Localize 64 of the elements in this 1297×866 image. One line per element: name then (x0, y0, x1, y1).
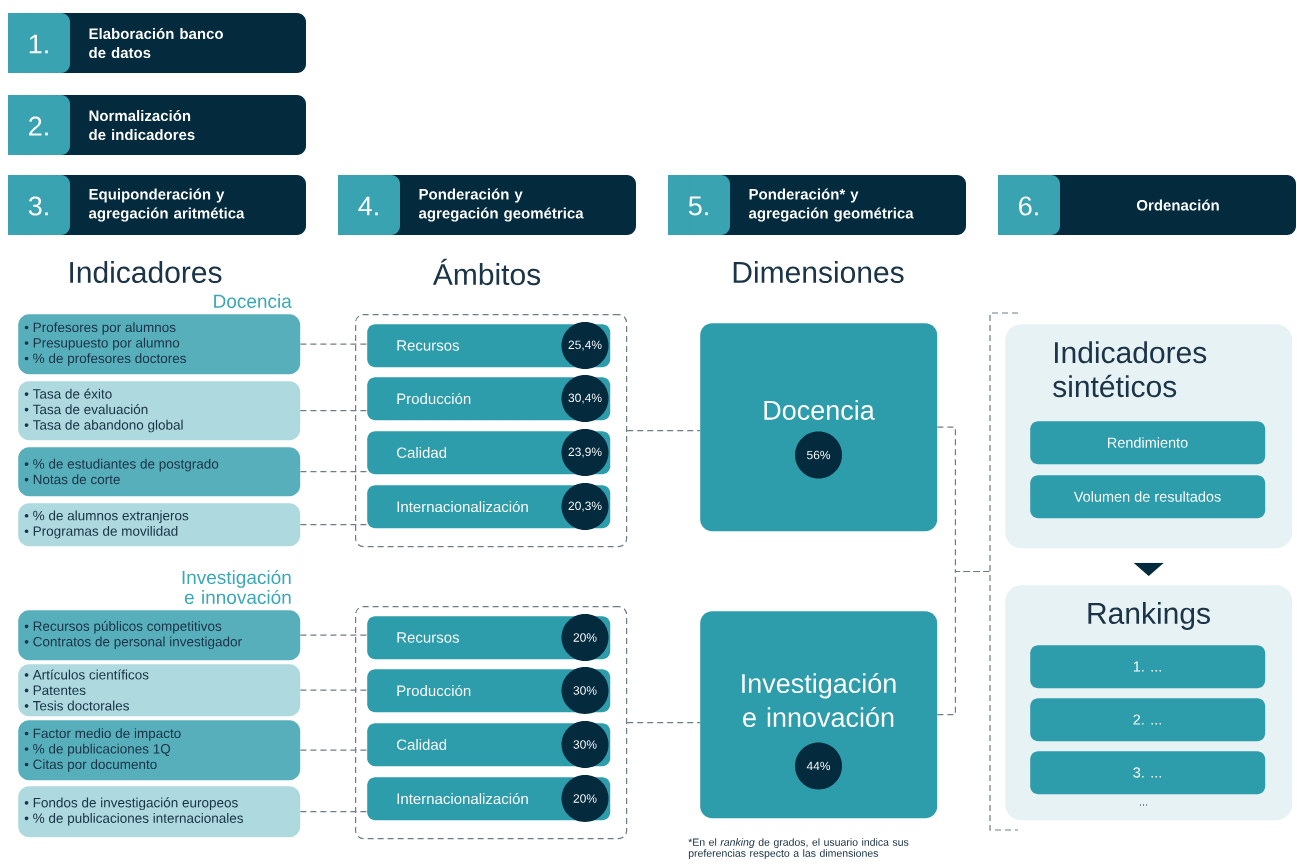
category-bar: Recursos 25,4% (367, 322, 611, 369)
indicator-box: • Profesores por alumnos • Presupuesto por alumno • % de profesores doctores (18, 314, 301, 375)
category-bar: Producción 30,4% (367, 375, 611, 422)
step-header (8, 175, 306, 235)
dimension-box: Investigación e innovación 44% (700, 611, 938, 819)
result-bar: 3. ... (1030, 751, 1266, 795)
result-bar: 1. ... (1030, 645, 1266, 689)
category-bar: Producción 30% (367, 667, 611, 714)
dashed-group-box (355, 314, 628, 548)
indicator-box: • % de estudiantes de postgrado • Notas de corte (18, 447, 301, 497)
column-heading: Indicadores (70, 261, 222, 283)
indicator-box: • Recursos públicos competitivos • Contratos de personal investigador (18, 610, 301, 661)
step-title: Ponderación* y agregación geométrica (749, 188, 914, 222)
step-number: 1. (29, 34, 48, 54)
column-heading: Dimensiones (733, 261, 904, 283)
footnote: *En el ranking de grados, el usuario indica sus preferencias respecto a las dimensiones (688, 838, 909, 859)
indicator-box: • Artículos científicos • Patentes • Tesis doctorales (18, 664, 301, 717)
category-bar: Calidad 30% (367, 721, 611, 768)
step-header (338, 175, 636, 235)
connector-line (299, 634, 368, 636)
connector-line (626, 722, 701, 724)
column-heading: Ámbitos (432, 258, 541, 286)
dashed-group-box (355, 606, 628, 840)
connector-line (299, 524, 368, 526)
connector-line (299, 689, 368, 691)
step-header (668, 175, 966, 235)
indicator-box: • Factor medio de impacto • % de publicaciones 1Q • Citas por documento (18, 720, 301, 781)
step-number: 3. (28, 196, 48, 216)
panel-title: Indicadores sintéticos (1053, 341, 1207, 398)
category-bar: Calidad 23,9% (367, 429, 611, 476)
connector-line (299, 471, 368, 473)
step-header (8, 95, 306, 155)
category-bar: Internacionalización 20,3% (367, 483, 611, 530)
bracket (989, 312, 1019, 831)
indicator-box: • % de alumnos extranjeros • Programas de movilidad (18, 503, 301, 547)
connector-line (299, 343, 368, 345)
category-bar: Recursos 20% (367, 614, 611, 661)
dimension-box: Docencia 56% (700, 323, 938, 532)
step-title: Ordenación (1136, 199, 1219, 211)
indicator-box: • Fondos de investigación europeos • % de publicaciones internacionales (18, 786, 301, 838)
category-bar: Internacionalización 20% (367, 775, 611, 822)
step-title: Ponderación y agregación geométrica (419, 188, 584, 222)
connector-line (299, 410, 368, 412)
ellipsis: ... (1139, 804, 1148, 806)
connector-line (299, 749, 368, 751)
result-bar: Volumen de resultados (1030, 475, 1266, 519)
step-title: Normalización de indicadores (89, 109, 195, 141)
arrow (1133, 562, 1164, 576)
connector-line (936, 570, 990, 716)
step-header (998, 175, 1296, 235)
result-bar: 2. ... (1030, 698, 1266, 742)
step-header (8, 13, 306, 73)
connector-line (626, 430, 701, 432)
result-bar: Rendimiento (1030, 421, 1266, 465)
group-label: Investigación e innovación (182, 569, 291, 605)
indicator-box: • Tasa de éxito • Tasa de evaluación • Tasa de abandono global (18, 381, 301, 441)
panel-title: Rankings (1088, 602, 1210, 630)
step-number: 5. (688, 196, 708, 216)
step-number: 2. (29, 116, 48, 136)
step-number: 4. (358, 196, 378, 216)
connector-line (299, 811, 368, 813)
step-title: Equiponderación y agregación aritmética (89, 188, 245, 222)
step-title: Elaboración banco de datos (89, 27, 223, 59)
step-number: 6. (1019, 196, 1038, 216)
